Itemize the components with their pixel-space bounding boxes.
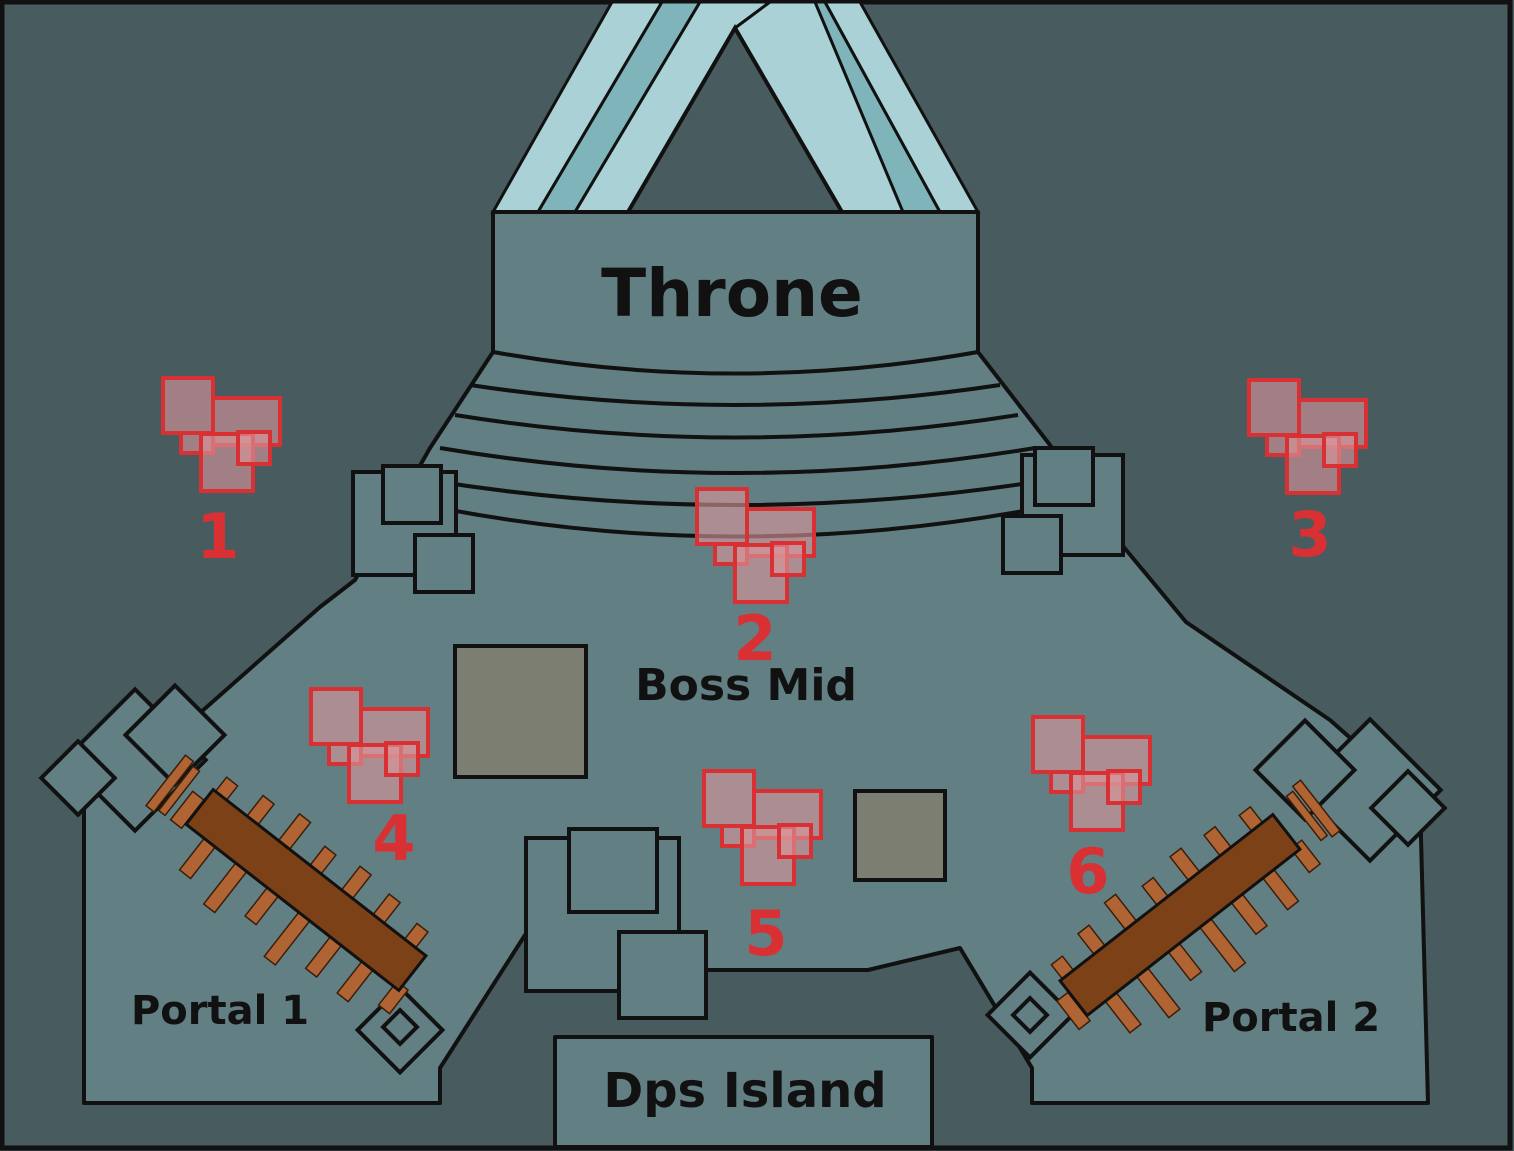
marker-2-label: 2: [733, 602, 776, 675]
marker-4-label: 4: [372, 802, 415, 875]
portal-1-crates: [38, 682, 446, 1076]
marker-5-label: 5: [744, 897, 787, 970]
throne-label: Throne: [601, 255, 863, 332]
marker-3-label: 3: [1288, 498, 1331, 571]
portal-1-label: Portal 1: [131, 988, 309, 1034]
crates: [351, 446, 1125, 1020]
portal-2-label: Portal 2: [1202, 995, 1380, 1041]
marker-1-label: 1: [196, 500, 239, 573]
dps-island-platform: [553, 1035, 934, 1149]
throne-beams: [490, 0, 981, 214]
portal-1-bridge: [144, 754, 430, 1015]
marker-6-label: 6: [1066, 835, 1109, 908]
portal-2-bridge: [1050, 779, 1342, 1034]
pillar-small: [853, 789, 947, 882]
dps-island-label: Dps Island: [603, 1063, 886, 1119]
pillar-large: [453, 644, 588, 779]
portal-2-crates: [984, 716, 1448, 1061]
boss-mid-label: Boss Mid: [635, 660, 857, 711]
